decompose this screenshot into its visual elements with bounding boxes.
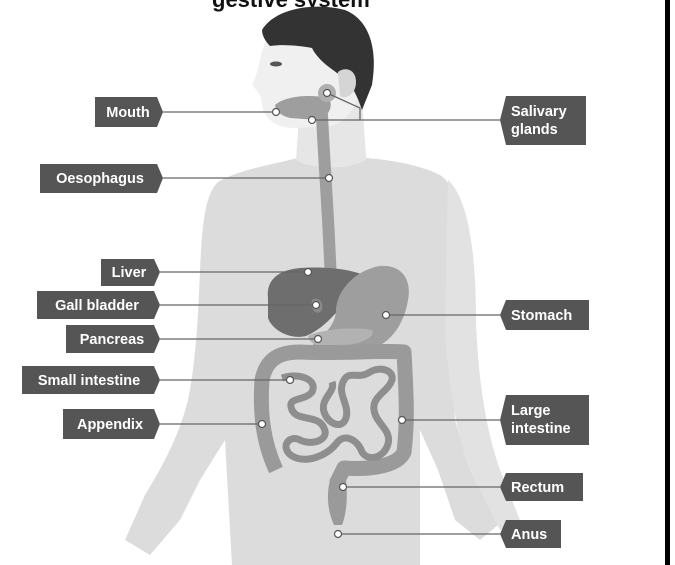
label-liver: Liver — [112, 265, 147, 281]
label-gall-bladder: Gall bladder — [55, 298, 139, 314]
label-rectum: Rectum — [511, 480, 564, 496]
left-labels: Mouth Oesophagus Liver Gall bladder Panc… — [22, 97, 163, 439]
label-salivary-glands-line2: glands — [511, 122, 558, 138]
right-border-rule — [665, 0, 670, 565]
dot-salivary-2 — [309, 117, 316, 124]
label-large-intestine-line2: intestine — [511, 421, 571, 437]
dot-rectum — [340, 484, 347, 491]
label-small-intestine: Small intestine — [38, 373, 140, 389]
right-labels: Salivary glands Stomach Large intestine … — [500, 96, 589, 548]
dot-stomach — [383, 312, 390, 319]
label-oesophagus: Oesophagus — [56, 171, 144, 187]
dot-anus — [335, 531, 342, 538]
label-mouth: Mouth — [106, 105, 149, 121]
dot-oesophagus — [326, 175, 333, 182]
label-large-intestine-line1: Large — [511, 403, 551, 419]
dot-mouth — [273, 109, 280, 116]
dot-pancreas — [315, 336, 322, 343]
dot-appendix — [259, 421, 266, 428]
dot-liver — [305, 269, 312, 276]
dot-salivary-1 — [324, 90, 331, 97]
eye — [270, 62, 282, 67]
label-stomach: Stomach — [511, 308, 572, 324]
label-anus: Anus — [511, 527, 547, 543]
dot-gall-bladder — [313, 302, 320, 309]
dot-small-intestine — [287, 377, 294, 384]
dot-large-intestine — [399, 417, 406, 424]
label-appendix: Appendix — [77, 417, 143, 433]
label-pancreas: Pancreas — [80, 332, 145, 348]
label-salivary-glands-line1: Salivary — [511, 104, 567, 120]
